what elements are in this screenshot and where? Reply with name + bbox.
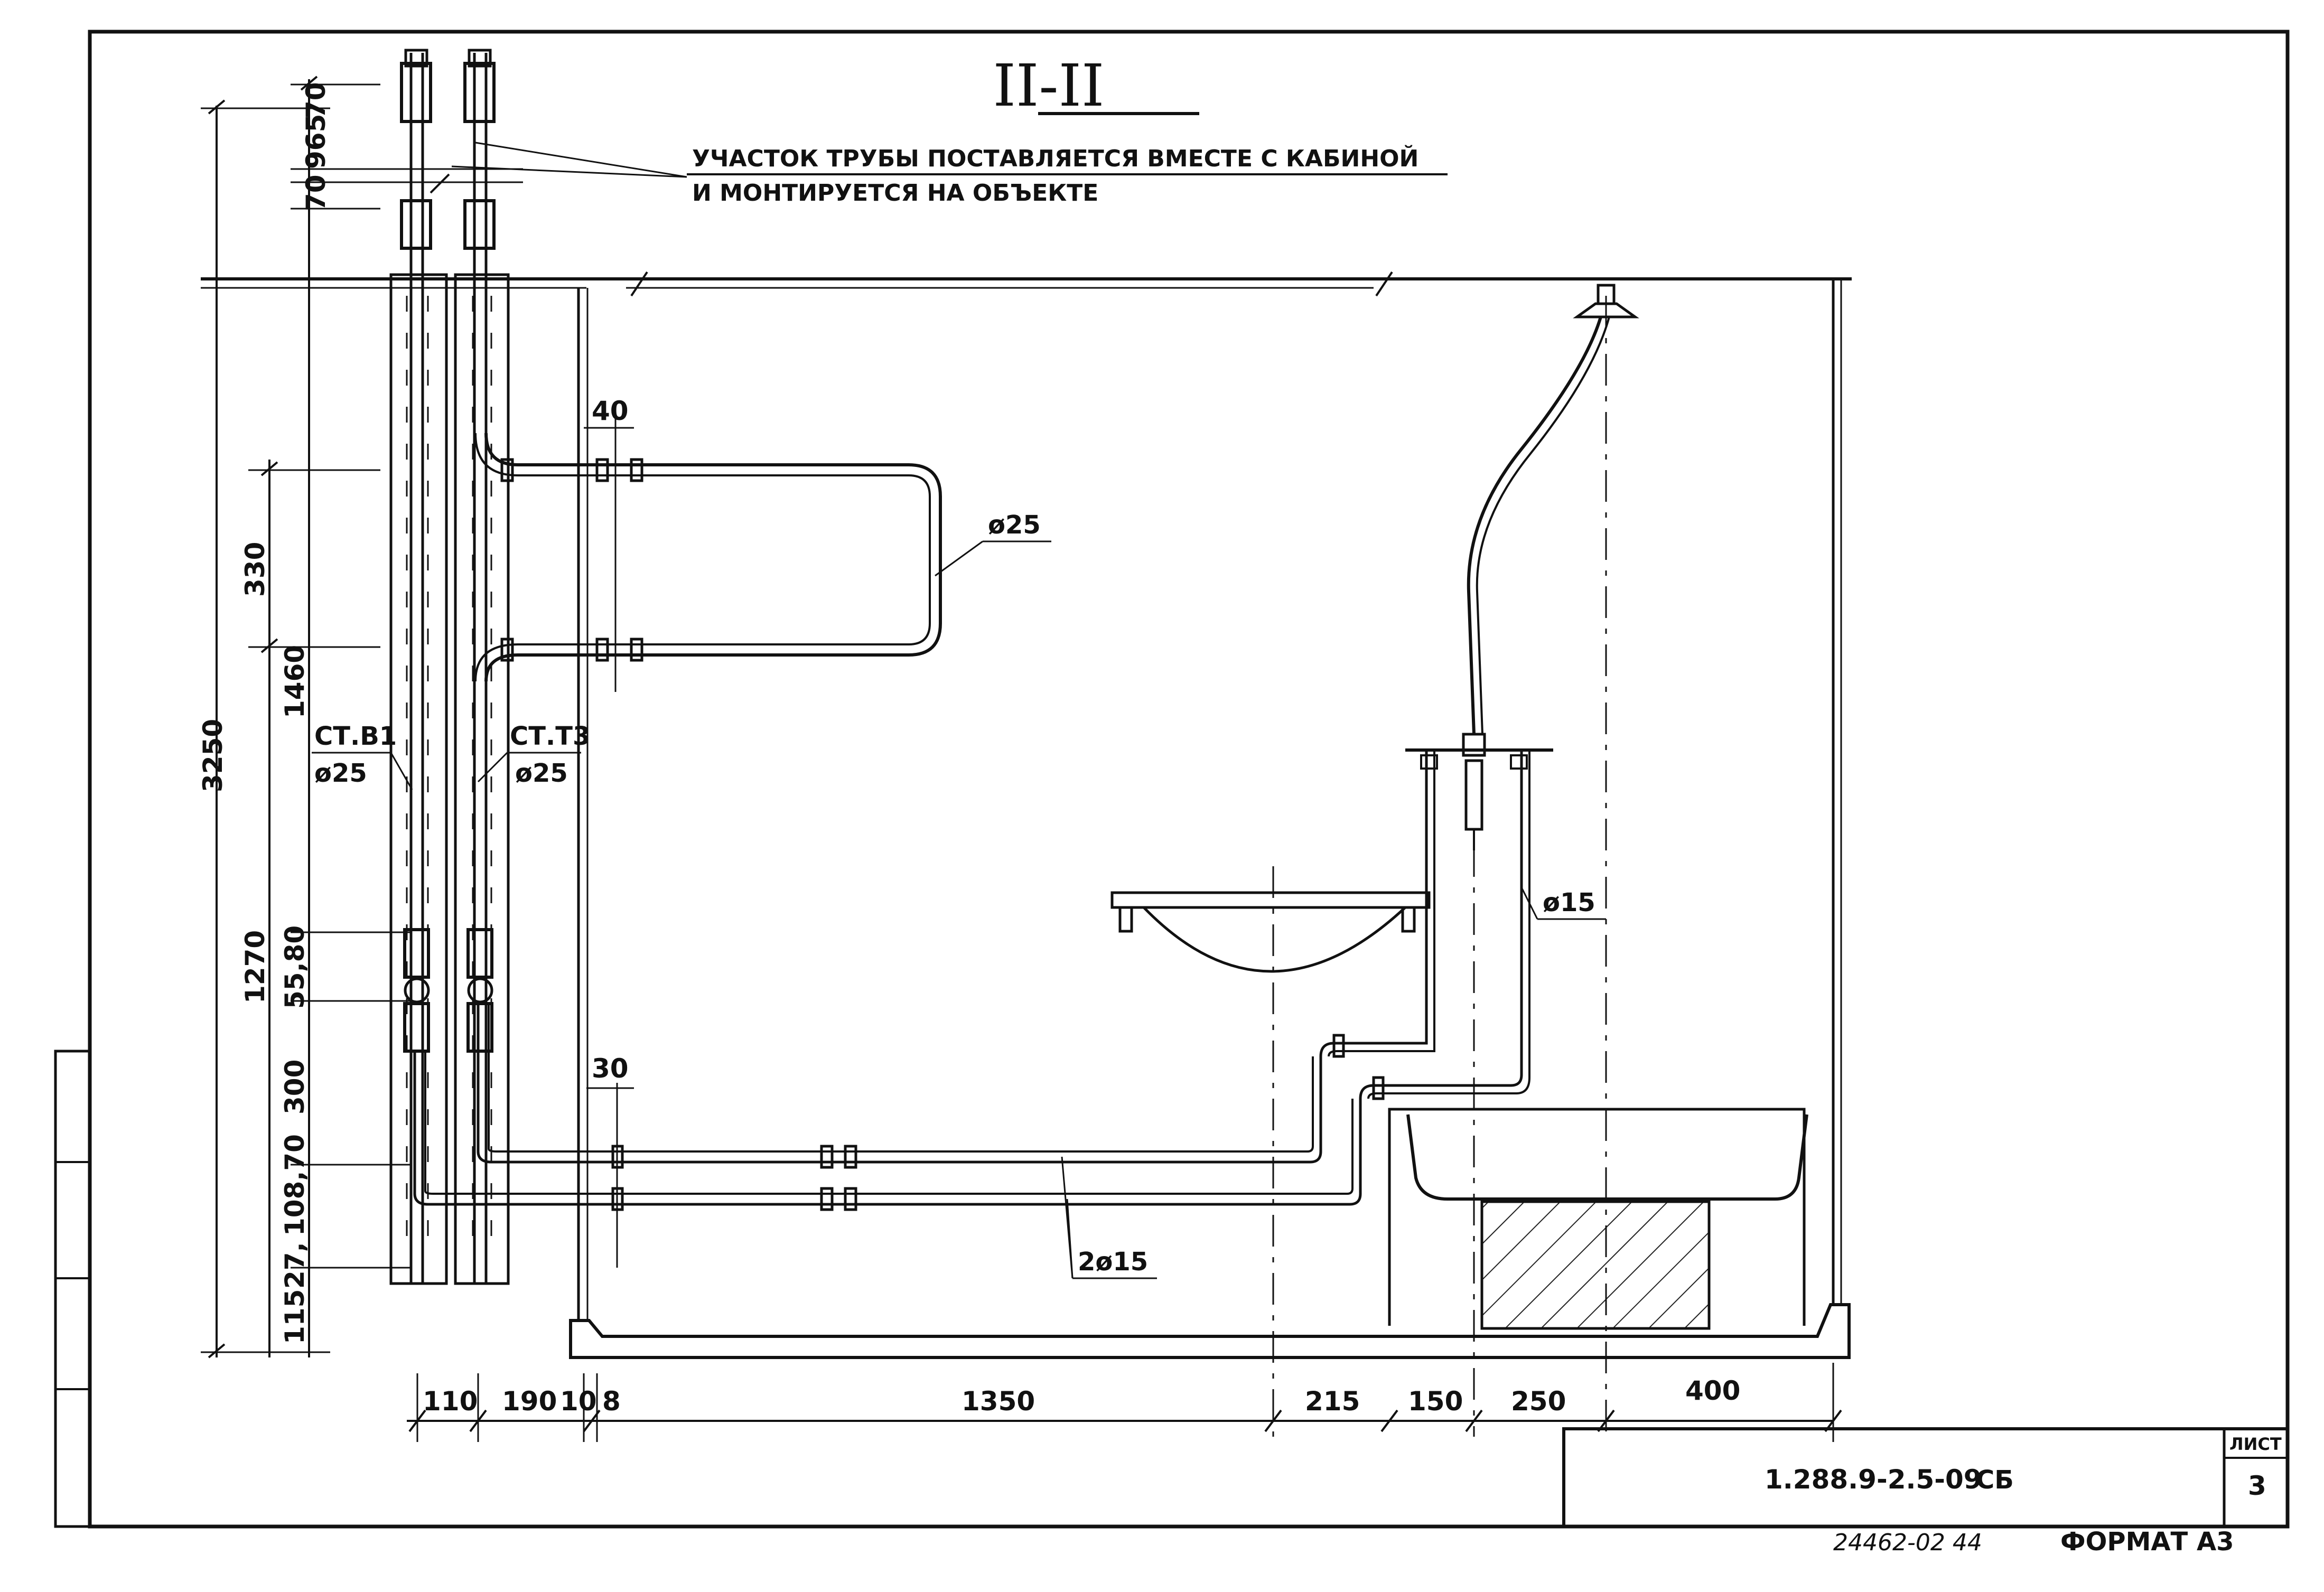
- ceiling-line: [201, 271, 1852, 297]
- dim-1460: 1460: [279, 645, 310, 718]
- cabin-wall-right: [1832, 280, 1842, 1305]
- sheet-number: 3: [2248, 1471, 2266, 1501]
- riser-pipe-t3: [463, 49, 496, 1284]
- dim-1350: 1350: [962, 1386, 1035, 1417]
- towel-rail: [474, 417, 942, 692]
- label-riser-t3: СТ.Т3: [510, 722, 590, 751]
- shower-tray: [1388, 1108, 1808, 1330]
- label-riser-b1: СТ.В1: [314, 722, 397, 751]
- sheet-label: ЛИСТ: [2229, 1434, 2282, 1454]
- dim-330: 330: [240, 542, 270, 597]
- section-title-text: II-II: [993, 52, 1105, 119]
- sheet-format: ФОРМАТ А3: [2060, 1527, 2234, 1557]
- riser-pipe-b1: [400, 49, 432, 1284]
- label-towel-rail: ø25: [988, 510, 1041, 540]
- dim-10: 10: [560, 1386, 597, 1417]
- label-riser-b1-diameter: ø25: [314, 758, 367, 788]
- doc-code: 1.288.9-2.5-09: [1765, 1464, 1982, 1495]
- cabin-wall-left: [577, 288, 589, 1321]
- horizontal-dimensions: [407, 1363, 1842, 1442]
- dim-70-bottom: 70: [301, 174, 331, 211]
- washbasin: [1110, 891, 1431, 973]
- label-shower-pipe: ø15: [1543, 888, 1595, 917]
- riser-shaft-b1: [389, 273, 448, 1285]
- dim-30: 30: [592, 1053, 629, 1084]
- dim-300: 300: [279, 1060, 310, 1115]
- dim-110: 110: [423, 1386, 478, 1417]
- label-riser-t3-diameter: ø25: [515, 758, 568, 788]
- dim-150: 150: [1408, 1386, 1463, 1417]
- doc-suffix: СБ: [1976, 1465, 2014, 1495]
- sheet-frame: [54, 30, 2290, 1529]
- note-line-1: УЧАСТОК ТРУБЫ ПОСТАВЛЯЕТСЯ ВМЕСТЕ С КАБИ…: [692, 144, 1418, 172]
- vertical-dimensions: [201, 76, 523, 1359]
- dim-27: 27,: [279, 1242, 310, 1289]
- supply-pipes: [413, 1004, 1362, 1268]
- dim-108-70: 108,70: [279, 1134, 310, 1236]
- label-supply-pipes: 2ø15: [1078, 1247, 1148, 1277]
- dim-40: 40: [592, 396, 629, 426]
- dim-55-80: 55,80: [279, 925, 310, 1009]
- center-lines: [1272, 296, 1607, 1437]
- dim-70-top: 70: [301, 82, 331, 119]
- dim-190: 190: [502, 1386, 557, 1417]
- note-line-2: И МОНТИРУЕТСЯ НА ОБЪЕКТЕ: [692, 180, 1098, 207]
- section-title: II-II: [993, 52, 1199, 119]
- dim-965: 965: [301, 114, 331, 169]
- label-leaders: [312, 540, 1606, 1279]
- dim-1270: 1270: [240, 930, 270, 1004]
- floor-pan: [569, 1303, 1851, 1359]
- inventory-number: 24462-02 44: [1833, 1529, 1982, 1556]
- dim-215: 215: [1305, 1386, 1360, 1417]
- note: УЧАСТОК ТРУБЫ ПОСТАВЛЯЕТСЯ ВМЕСТЕ С КАБИ…: [451, 142, 1448, 207]
- dim-115: 115: [279, 1289, 310, 1344]
- shower-hose: [1467, 316, 1610, 735]
- offset-dimensions: [584, 427, 634, 1089]
- dim-250: 250: [1511, 1386, 1566, 1417]
- dim-400: 400: [1685, 1375, 1740, 1406]
- title-block: 1.288.9-2.5-09 СБ ЛИСТ 3: [1562, 1427, 2289, 1528]
- dim-3250: 3250: [198, 719, 228, 792]
- shower-mixer: [1319, 733, 1553, 1100]
- dim-8: 8: [602, 1386, 621, 1417]
